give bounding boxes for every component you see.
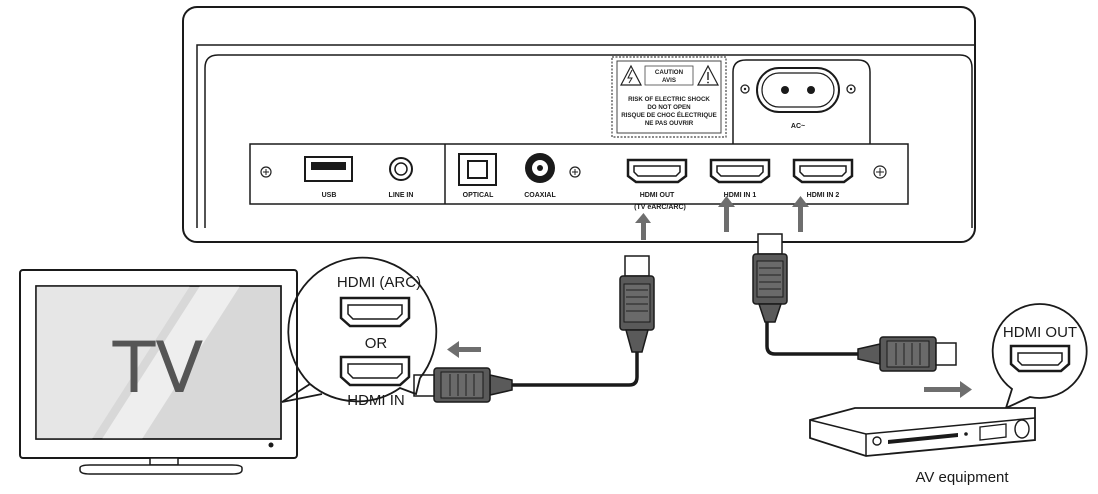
warning-triangle-icon — [620, 64, 642, 86]
tv-callout: HDMI (ARC) OR HDMI IN — [281, 256, 438, 409]
power-button-icon — [872, 436, 882, 446]
ac-socket-icon — [740, 67, 856, 113]
direction-arrows — [447, 196, 972, 398]
hdmi-port-icon — [339, 355, 411, 387]
connector-panel: USB LINE IN OPTICAL COAXIAL — [249, 143, 909, 211]
hdmi-out-sublabel: (TV eARC/ARC) — [634, 204, 686, 211]
caution-text-2: DO NOT OPEN — [647, 104, 691, 111]
tv-set: TV — [19, 269, 298, 475]
warning-exclamation-icon — [697, 64, 719, 86]
caution-text-4: NE PAS OUVRIR — [645, 120, 694, 127]
hdmi-cable-av — [752, 233, 957, 372]
power-led-icon — [268, 442, 274, 448]
arrow-up-icon — [792, 196, 809, 232]
coaxial-port-icon — [525, 153, 555, 183]
screw-icon — [873, 165, 887, 179]
tv-label: TV — [112, 327, 204, 409]
hdmi-connector-icon — [413, 367, 513, 403]
optical-port-icon — [458, 153, 497, 186]
screw-icon — [260, 166, 272, 178]
hdmi-port-icon — [626, 158, 688, 184]
usb-label: USB — [322, 192, 337, 199]
arrow-right-icon — [924, 381, 972, 398]
tv-stand — [79, 464, 243, 475]
optical-label: OPTICAL — [463, 192, 494, 199]
volume-knob-icon — [1014, 419, 1030, 439]
callout-hdmi-in-label: HDMI IN — [347, 392, 405, 409]
caution-text-1: RISK OF ELECTRIC SHOCK — [628, 96, 710, 103]
display-window — [979, 423, 1007, 441]
caution-title-fr: AVIS — [662, 77, 676, 84]
caution-label: CAUTION AVIS RISK OF ELECTRIC SHOCK DO N… — [611, 56, 727, 138]
av-equipment-label: AV equipment — [915, 469, 1009, 486]
ac-label: AC~ — [791, 123, 805, 130]
line-in-jack-icon — [389, 157, 413, 181]
hdmi-connector-icon — [752, 233, 788, 323]
av-callout: HDMI OUT — [991, 303, 1088, 410]
hdmi-port-icon — [339, 296, 411, 328]
tv-neck — [149, 457, 179, 466]
arrow-up-icon — [635, 213, 651, 240]
callout-or-label: OR — [365, 335, 388, 352]
hdmi-port-icon — [792, 158, 854, 184]
soundbar-back-panel: CAUTION AVIS RISK OF ELECTRIC SHOCK DO N… — [182, 6, 976, 243]
hdmi-cable-tv — [413, 255, 655, 403]
arrow-left-icon — [447, 341, 481, 358]
callout-hdmi-arc-label: HDMI (ARC) — [337, 274, 421, 291]
disc-slot — [888, 433, 958, 444]
usb-port-icon — [304, 156, 353, 182]
line-in-label: LINE IN — [389, 192, 414, 199]
av-equipment-player: AV equipment — [809, 407, 1036, 486]
hdmi-in-1-label: HDMI IN 1 — [724, 192, 757, 199]
caution-text-3: RISQUE DE CHOC ÉLECTRIQUE — [621, 111, 717, 119]
hdmi-in-2-label: HDMI IN 2 — [807, 192, 840, 199]
ac-inlet: AC~ — [732, 59, 871, 144]
callout-hdmi-out-label: HDMI OUT — [1003, 324, 1077, 341]
hdmi-connector-icon — [619, 255, 655, 353]
screw-icon — [569, 166, 581, 178]
hdmi-port-icon — [1009, 344, 1071, 373]
arrow-up-icon — [718, 196, 735, 232]
hdmi-out-label: HDMI OUT — [640, 192, 675, 199]
hdmi-port-icon — [709, 158, 771, 184]
caution-title: CAUTION — [655, 69, 684, 76]
coaxial-label: COAXIAL — [524, 192, 556, 199]
hdmi-connector-icon — [857, 336, 957, 372]
